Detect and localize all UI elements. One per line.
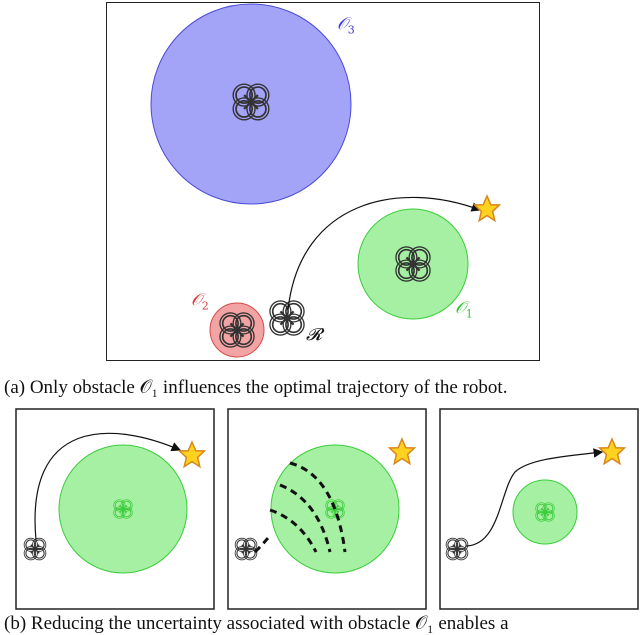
robot-quadrotor-icon — [234, 537, 258, 561]
label-o3: 𝒪3 — [337, 14, 355, 37]
quadrotor-icon — [535, 502, 555, 522]
label-o2: 𝒪2 — [191, 290, 209, 313]
robot-quadrotor-icon — [268, 299, 306, 337]
trajectory — [465, 448, 604, 547]
label-robot: 𝓡 — [306, 325, 322, 345]
label-o1: 𝒪1 — [455, 298, 473, 321]
quadrotor-icon — [113, 499, 133, 519]
quadrotor-icon — [325, 499, 345, 519]
robot-quadrotor-icon — [23, 537, 47, 561]
caption-a: (a) Only obstacle 𝒪₁ influences the opti… — [4, 377, 508, 398]
quadrotor-icon — [218, 311, 256, 349]
robot-quadrotor-icon — [445, 537, 469, 561]
trajectory — [287, 196, 482, 311]
uncertainty-arc — [279, 483, 332, 553]
trajectory — [34, 432, 182, 541]
caption-b: (b) Reducing the uncertainty associated … — [4, 613, 509, 634]
quadrotor-icon — [232, 83, 270, 121]
uncertainty-arc — [253, 537, 270, 554]
uncertainty-arc — [269, 508, 318, 553]
quadrotor-icon — [394, 245, 432, 283]
goal-star-icon — [473, 195, 501, 222]
